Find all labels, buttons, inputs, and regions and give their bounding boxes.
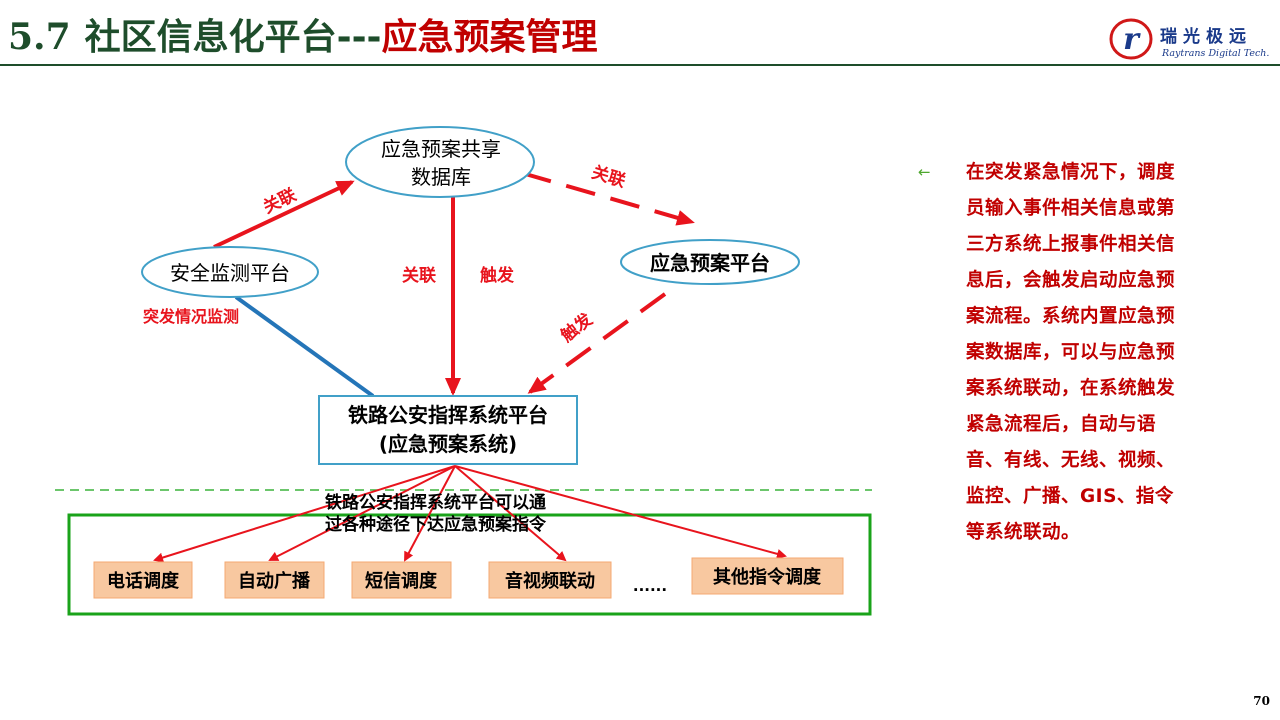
- page-title: 5.7 社区信息化平台 --- 应急预案管理: [8, 8, 598, 60]
- company-logo: r 瑞光极远 Raytrans Digital Tech.: [1108, 14, 1270, 66]
- node-safety-monitor: [141, 246, 319, 298]
- label-db-to-command-trigger: 触发: [479, 265, 515, 286]
- label-db-to-emergency: 关联: [589, 162, 628, 192]
- label-emergency-to-command: 触发: [556, 308, 597, 347]
- arrow-to-channel-other: [454, 465, 787, 559]
- edge-db-to-emergency: [521, 171, 695, 226]
- node-shared-db-line2: 数据库: [411, 165, 471, 189]
- title-sub: 应急预案管理: [381, 17, 598, 58]
- node-command-platform-line1: 铁路公安指挥系统平台: [348, 403, 548, 427]
- channel-other: 其他指令调度: [691, 557, 844, 595]
- arrow-to-channel-av: [454, 465, 567, 562]
- channel-sms: 短信调度: [351, 561, 452, 599]
- sidebar-note: 在突发紧急情况下，调度员输入事件相关信息或第三方系统上报事件相关信息后，会触发启…: [966, 162, 1176, 543]
- dispatch-arrows: [153, 465, 787, 563]
- logo-mark-letter: r: [1123, 22, 1141, 57]
- arrow-to-channel-sms: [404, 465, 456, 562]
- bullet-arrow-icon: ←: [918, 163, 931, 181]
- channel-av-label: 音视频联动: [505, 570, 595, 592]
- node-command-platform-line2: (应急预案系统): [379, 432, 517, 456]
- channel-av: 音视频联动: [488, 561, 612, 599]
- channel-phone: 电话调度: [93, 561, 193, 599]
- edge-monitor-to-command: [234, 295, 375, 398]
- section-number: 5.7: [8, 16, 71, 58]
- edge-monitor-to-db: [213, 180, 355, 249]
- title-underline: [0, 64, 1280, 66]
- dispatch-note-line1: 铁路公安指挥系统平台可以通: [325, 492, 546, 513]
- channel-other-label: 其他指令调度: [713, 566, 822, 588]
- channel-ellipsis: ......: [633, 577, 667, 595]
- channel-phone-label: 电话调度: [107, 570, 180, 592]
- channel-broadcast: 自动广播: [224, 561, 325, 599]
- arrow-to-channel-broadcast: [268, 465, 456, 561]
- channel-sms-label: 短信调度: [365, 570, 438, 592]
- logo-name-cn: 瑞光极远: [1160, 27, 1252, 47]
- edge-emergency-to-command: [527, 292, 667, 394]
- node-command-platform: [318, 395, 578, 465]
- label-burst-monitoring: 突发情况监测: [143, 307, 239, 326]
- label-db-to-command-assoc: 关联: [402, 265, 436, 286]
- node-shared-db: [345, 126, 535, 198]
- arrow-to-channel-phone: [153, 465, 456, 563]
- logo-mark-icon: r: [1109, 18, 1153, 60]
- dispatch-frame: [67, 513, 872, 616]
- logo-name-en: Raytrans Digital Tech.: [1162, 48, 1270, 59]
- page-number: 70: [1253, 694, 1270, 708]
- node-shared-db-line1: 应急预案共享: [381, 137, 501, 161]
- channel-broadcast-label: 自动广播: [238, 570, 311, 592]
- title-separator: ---: [336, 17, 382, 58]
- node-safety-monitor-label: 安全监测平台: [170, 261, 290, 285]
- label-monitor-to-db: 关联: [260, 184, 300, 218]
- title-main: 社区信息化平台: [84, 17, 337, 58]
- node-emergency-platform: [620, 239, 800, 285]
- dispatch-note-line2: 过各种途径下达应急预案指令: [325, 514, 547, 535]
- node-emergency-platform-label: 应急预案平台: [650, 251, 770, 275]
